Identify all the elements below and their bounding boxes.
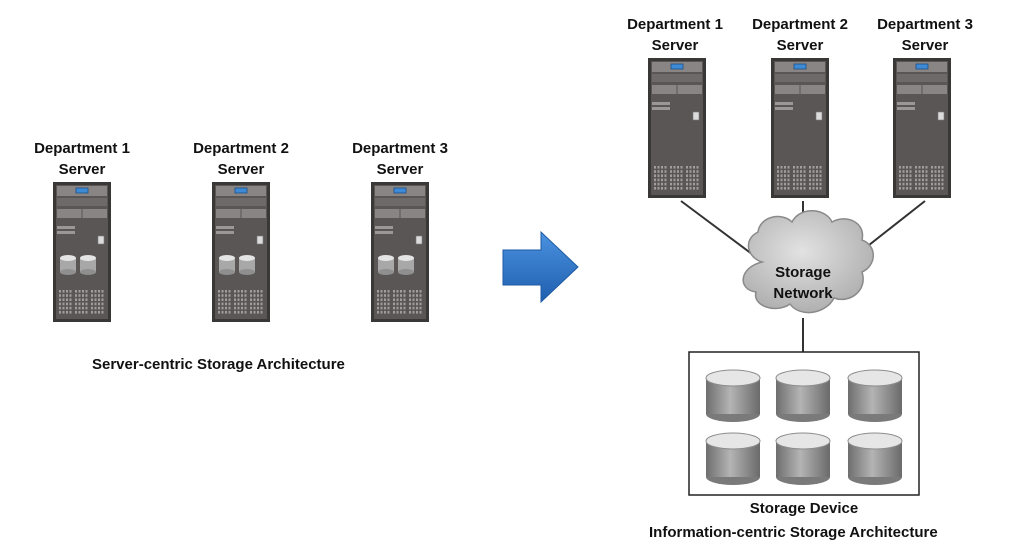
storage-network-label: Storage Network bbox=[753, 262, 853, 304]
storage-network-cloud-icon bbox=[742, 210, 874, 314]
label-line: Server bbox=[217, 161, 265, 178]
label-line: Department 1 bbox=[34, 140, 130, 157]
left-server-2-icon bbox=[212, 182, 270, 327]
right-server-1-label: Department 1 Server bbox=[610, 14, 740, 56]
label-line: Server bbox=[901, 37, 949, 54]
transition-arrow-icon bbox=[502, 230, 579, 304]
left-server-3-icon bbox=[371, 182, 429, 327]
server-centric-caption: Server-centric Storage Architecture bbox=[92, 356, 345, 373]
right-server-3-label: Department 3 Server bbox=[860, 14, 990, 56]
storage-disk-icon bbox=[705, 369, 761, 422]
connector-dept1 bbox=[680, 200, 761, 261]
left-server-1-label: Department 1 Server bbox=[17, 138, 147, 180]
right-server-2-icon bbox=[771, 58, 829, 203]
left-server-2-label: Department 2 Server bbox=[176, 138, 306, 180]
storage-disks bbox=[705, 369, 903, 485]
label-line: Server bbox=[776, 37, 824, 54]
storage-disk-icon bbox=[847, 432, 903, 485]
storage-device-label: Storage Device bbox=[749, 500, 859, 517]
label-line: Network bbox=[773, 285, 833, 302]
label-line: Storage bbox=[775, 264, 831, 281]
storage-disk-icon bbox=[705, 432, 761, 485]
label-line: Server bbox=[58, 161, 106, 178]
storage-disk-icon bbox=[775, 369, 831, 422]
storage-disk-icon bbox=[775, 432, 831, 485]
left-server-1-icon bbox=[53, 182, 111, 327]
right-server-2-label: Department 2 Server bbox=[735, 14, 865, 56]
label-line: Department 3 bbox=[877, 16, 973, 33]
label-line: Department 3 bbox=[352, 140, 448, 157]
label-line: Server bbox=[651, 37, 699, 54]
label-line: Server bbox=[376, 161, 424, 178]
label-line: Department 2 bbox=[752, 16, 848, 33]
right-server-3-icon bbox=[893, 58, 951, 203]
label-line: Department 2 bbox=[193, 140, 289, 157]
storage-disk-icon bbox=[847, 369, 903, 422]
label-line: Department 1 bbox=[627, 16, 723, 33]
information-centric-caption: Information-centric Storage Architecture bbox=[649, 524, 938, 541]
left-server-3-label: Department 3 Server bbox=[335, 138, 465, 180]
right-server-1-icon bbox=[648, 58, 706, 203]
